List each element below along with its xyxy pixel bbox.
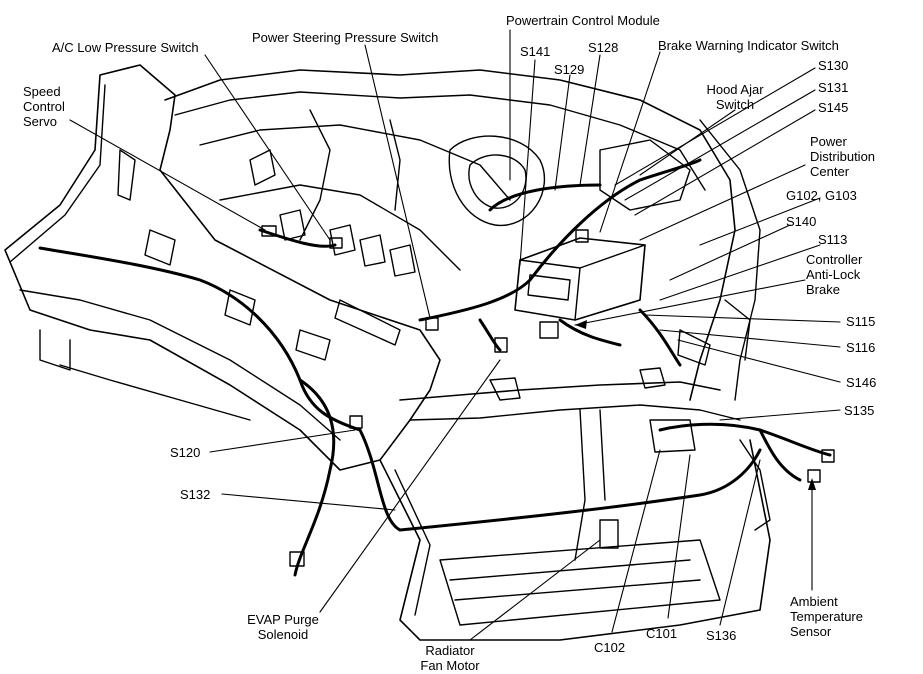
radiator-support bbox=[379, 367, 771, 641]
label-s145: S145 bbox=[818, 100, 849, 115]
label-s132: S132 bbox=[180, 487, 211, 502]
label-s130: S130 bbox=[818, 58, 849, 73]
label-s141: S141 bbox=[520, 44, 551, 59]
label-s136: S136 bbox=[706, 628, 737, 643]
left-fender bbox=[4, 64, 441, 471]
label-hood-ajar-switch: Hood Ajar Switch bbox=[706, 82, 764, 112]
label-s135: S135 bbox=[844, 403, 875, 418]
power-distribution-center-box bbox=[514, 237, 646, 321]
label-evap-purge-solenoid: EVAP Purge Solenoid bbox=[247, 612, 319, 642]
right-fender bbox=[677, 119, 761, 401]
label-ambient-temperature-sensor: Ambient Temperature Sensor bbox=[790, 594, 863, 639]
label-g102-g103: G102, G103 bbox=[786, 188, 857, 203]
label-controller-anti-lock-brake: Controller Anti-Lock Brake bbox=[806, 252, 863, 297]
label-speed-control-servo: Speed Control Servo bbox=[23, 84, 65, 129]
label-s128: S128 bbox=[588, 40, 619, 55]
label-s140: S140 bbox=[786, 214, 817, 229]
label-ac-low-pressure-switch: A/C Low Pressure Switch bbox=[52, 40, 199, 55]
label-s113: S113 bbox=[818, 232, 848, 247]
label-s116: S116 bbox=[846, 340, 876, 355]
leader-arrowheads bbox=[575, 320, 816, 490]
label-c101: C101 bbox=[646, 626, 678, 641]
label-brake-warning-indicator-switch: Brake Warning Indicator Switch bbox=[658, 38, 839, 53]
label-power-steering-pressure-switch: Power Steering Pressure Switch bbox=[252, 30, 439, 45]
label-c102: C102 bbox=[594, 640, 626, 655]
label-radiator-fan-motor: Radiator Fan Motor bbox=[420, 643, 480, 673]
label-s120: S120 bbox=[170, 445, 201, 460]
label-s131: S131 bbox=[818, 80, 849, 95]
leader-lines bbox=[69, 29, 841, 641]
label-s146: S146 bbox=[846, 375, 877, 390]
label-s129: S129 bbox=[554, 62, 585, 77]
wiring-harness bbox=[38, 158, 832, 577]
label-powertrain-control-module: Powertrain Control Module bbox=[506, 13, 660, 28]
firewall bbox=[164, 69, 736, 401]
connectors bbox=[261, 225, 835, 567]
label-s115: S115 bbox=[846, 314, 876, 329]
label-power-distribution-center: Power Distribution Center bbox=[810, 134, 876, 179]
